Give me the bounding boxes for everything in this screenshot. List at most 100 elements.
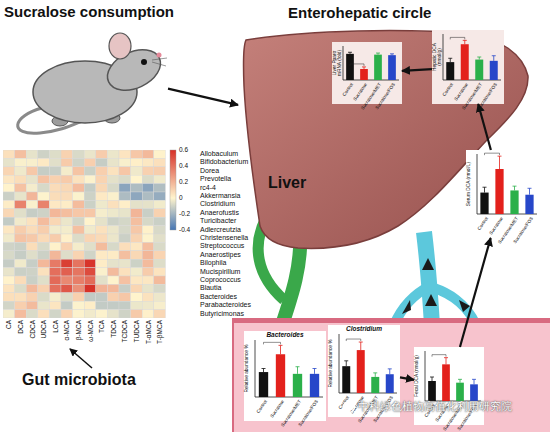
error-bar xyxy=(450,58,451,62)
heatmap-cell xyxy=(154,293,166,301)
heatmap-cell xyxy=(131,158,143,166)
bar xyxy=(388,55,396,80)
heatmap-cell xyxy=(26,301,38,309)
mouse-whisker xyxy=(152,62,166,66)
heatmap-cell xyxy=(107,293,119,301)
heatmap-cell xyxy=(49,268,61,276)
flow-arrow xyxy=(168,89,238,105)
heatmap-cell xyxy=(3,259,15,267)
significance-bracket xyxy=(450,37,465,39)
heatmap-cell xyxy=(61,192,73,200)
heatmap-cell xyxy=(84,268,96,276)
error-bar xyxy=(514,186,515,190)
heatmap-cell xyxy=(131,192,143,200)
heatmap-cell xyxy=(142,268,154,276)
heatmap-cell xyxy=(119,175,131,183)
axis-line xyxy=(477,154,478,214)
axis-label: Fecal DCA (nmol/g) xyxy=(414,351,419,401)
heatmap-cell xyxy=(107,175,119,183)
chart-title: Clostridium xyxy=(328,325,400,333)
heatmap-cell xyxy=(26,200,38,208)
mouse-panel: Sucralose consumption xyxy=(0,0,168,138)
row-label: Mucispirillum xyxy=(200,268,240,276)
bar xyxy=(456,383,464,401)
error-cap xyxy=(448,58,452,59)
heatmap-cell xyxy=(38,268,50,276)
heatmap-cell xyxy=(107,242,119,250)
heatmap-cell xyxy=(3,184,15,192)
heatmap-cell xyxy=(119,167,131,175)
heatmap-cell xyxy=(96,259,108,267)
scale-value: -0.2 xyxy=(179,210,190,218)
bar-chart: Hepatic DCA (nmol/g)ControlSucraloseSucr… xyxy=(432,30,504,104)
column-label: LCA xyxy=(52,320,59,333)
category-label: Sucralose xyxy=(269,399,285,419)
heatmap-cell xyxy=(142,251,154,259)
error-cap xyxy=(458,379,462,380)
heatmap-cell xyxy=(84,158,96,166)
heatmap-cell xyxy=(26,226,38,234)
heatmap-cell xyxy=(84,310,96,318)
heatmap-cell xyxy=(73,259,85,267)
heatmap-cell xyxy=(154,276,166,284)
column-label: α-MCA xyxy=(63,320,70,340)
heatmap-cell xyxy=(73,268,85,276)
heatmap-cell xyxy=(15,242,27,250)
error-bar xyxy=(346,361,347,366)
error-bar xyxy=(297,367,298,374)
heatmap-cell xyxy=(73,167,85,175)
error-cap xyxy=(390,53,394,54)
heatmap-cell xyxy=(119,293,131,301)
heatmap-cell xyxy=(131,251,143,259)
category-label: Control xyxy=(476,216,489,231)
significance-bracket xyxy=(346,339,361,341)
heatmap-cell xyxy=(96,217,108,225)
heatmap-cell xyxy=(49,251,61,259)
heatmap-cell xyxy=(3,251,15,259)
heatmap-cell xyxy=(107,226,119,234)
category-label: Control xyxy=(442,82,455,97)
heatmap-cell xyxy=(154,310,166,318)
heatmap-cell xyxy=(38,284,50,292)
heatmap-cell xyxy=(84,167,96,175)
heatmap-cell xyxy=(26,150,38,158)
bar xyxy=(371,377,379,393)
heatmap-cell xyxy=(84,284,96,292)
bar xyxy=(360,69,368,80)
heatmap-cell xyxy=(96,175,108,183)
flow-arrow xyxy=(402,300,411,314)
heatmap xyxy=(3,150,166,318)
significance-bracket xyxy=(432,355,446,357)
bar-plot xyxy=(343,46,399,81)
row-label: Allobaculum xyxy=(200,150,238,158)
column-label: β-MCA xyxy=(75,320,82,340)
row-label: Streptococcus xyxy=(200,242,244,250)
axis-label: Hepatic DCA (nmol/g) xyxy=(432,34,442,80)
heatmap-cell xyxy=(84,192,96,200)
axis-label: Relative abundance % xyxy=(244,340,249,397)
heatmap-cell xyxy=(107,167,119,175)
heatmap-cell xyxy=(107,209,119,217)
heatmap-cell xyxy=(61,158,73,166)
error-cap xyxy=(463,40,467,41)
column-label: T-αMCA xyxy=(145,320,152,344)
heatmap-cell xyxy=(49,158,61,166)
error-cap xyxy=(279,345,283,346)
heatmap-cell xyxy=(154,200,166,208)
column-label: T-βMCA xyxy=(156,320,163,344)
axis-line xyxy=(339,334,340,393)
row-label: Turicibacter xyxy=(200,217,236,225)
heatmap-cell xyxy=(131,268,143,276)
column-label: CDCA xyxy=(29,320,36,338)
error-cap xyxy=(313,368,317,369)
axis-line xyxy=(343,46,344,80)
heatmap-cell xyxy=(131,167,143,175)
heatmap-cell xyxy=(154,242,166,250)
heatmap-cell xyxy=(73,242,85,250)
heatmap-cell xyxy=(73,209,85,217)
significance-bracket xyxy=(485,153,500,155)
error-cap xyxy=(444,357,448,358)
heatmap-cell xyxy=(96,251,108,259)
heatmap-cell xyxy=(131,175,143,183)
heatmap-cell xyxy=(61,150,73,158)
